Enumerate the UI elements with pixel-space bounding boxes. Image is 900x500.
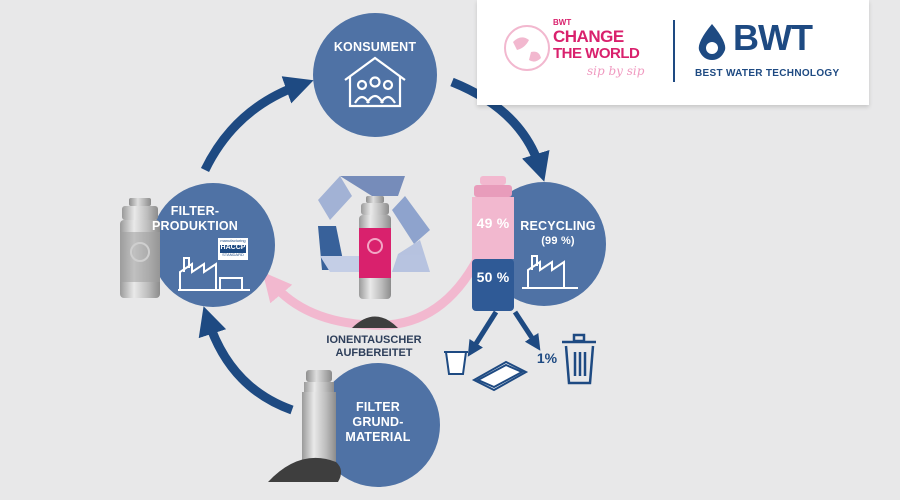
filter-cartridge-magenta [359, 196, 391, 299]
arrow-to-waste [512, 310, 541, 351]
globe-icon [504, 25, 550, 71]
split-cartridge [472, 176, 514, 311]
ion-exchanger-label: IONENTAUSCHER AUFBEREITET [318, 334, 430, 360]
logo-divider [673, 20, 675, 82]
campaign-tagline: sip by sip [587, 64, 645, 78]
recycling-label: RECYCLING (99 %) [518, 219, 598, 249]
haccp-main: HACCP [220, 244, 246, 251]
production-label-line2: PRODUKTION [151, 219, 239, 233]
material-label: FILTER GRUND- MATERIAL [340, 400, 416, 445]
production-circle [151, 183, 275, 307]
bucket-icon [444, 351, 468, 375]
brand-name: BWT [733, 17, 813, 58]
arrow-material-to-production [198, 306, 294, 415]
campaign-line2: THE WORLD [553, 45, 640, 62]
production-label-line1: FILTER- [170, 204, 220, 218]
production-label: FILTER- PRODUKTION [150, 204, 240, 234]
campaign-brand: BWT [553, 18, 572, 27]
logo-banner: BWT CHANGE THE WORLD sip by sip BWT BEST… [477, 0, 869, 105]
konsument-label: KONSUMENT [333, 40, 417, 54]
recycling-factory-icon [522, 255, 578, 289]
material-pile [268, 457, 342, 482]
recycling-pct: (99 %) [541, 235, 575, 247]
arrow-consumer-to-recycling [450, 77, 550, 182]
arrow-to-materials [467, 310, 499, 357]
material-label-line2: GRUND- [352, 415, 404, 429]
arrow-production-to-consumer [200, 76, 314, 172]
bwt-drop-icon [698, 24, 726, 60]
ion-exchanger-line1: IONENTAUSCHER [326, 334, 422, 346]
haccp-sub: STANDARD [222, 252, 244, 257]
ion-exchanger-pile [352, 316, 398, 328]
recycle-icon [318, 176, 430, 272]
recycling-title: RECYCLING [520, 219, 596, 233]
consumer-circle [313, 13, 437, 137]
trash-bin-icon [562, 333, 596, 385]
waste-pct: 1% [536, 350, 558, 366]
filter-material-cartridge [302, 370, 336, 462]
ion-exchanger-line2: AUFBEREITET [335, 347, 413, 359]
material-label-line1: FILTER [355, 400, 401, 414]
filter-cartridge-grey [120, 198, 160, 298]
house-people-icon [344, 56, 406, 108]
haccp-text: manufacturing HACCP STANDARD [218, 238, 248, 258]
tray-icon [471, 360, 529, 392]
haccp-badge [218, 238, 248, 260]
cartridge-top-pct: 49 % [476, 215, 510, 231]
material-circle [316, 363, 440, 487]
factory-icon [178, 257, 250, 291]
material-label-line3: MATERIAL [345, 430, 411, 444]
cartridge-bottom-pct: 50 % [476, 269, 510, 285]
brand-tagline: BEST WATER TECHNOLOGY [695, 68, 840, 79]
campaign-line1: CHANGE [553, 27, 624, 46]
haccp-small: manufacturing [220, 238, 246, 243]
